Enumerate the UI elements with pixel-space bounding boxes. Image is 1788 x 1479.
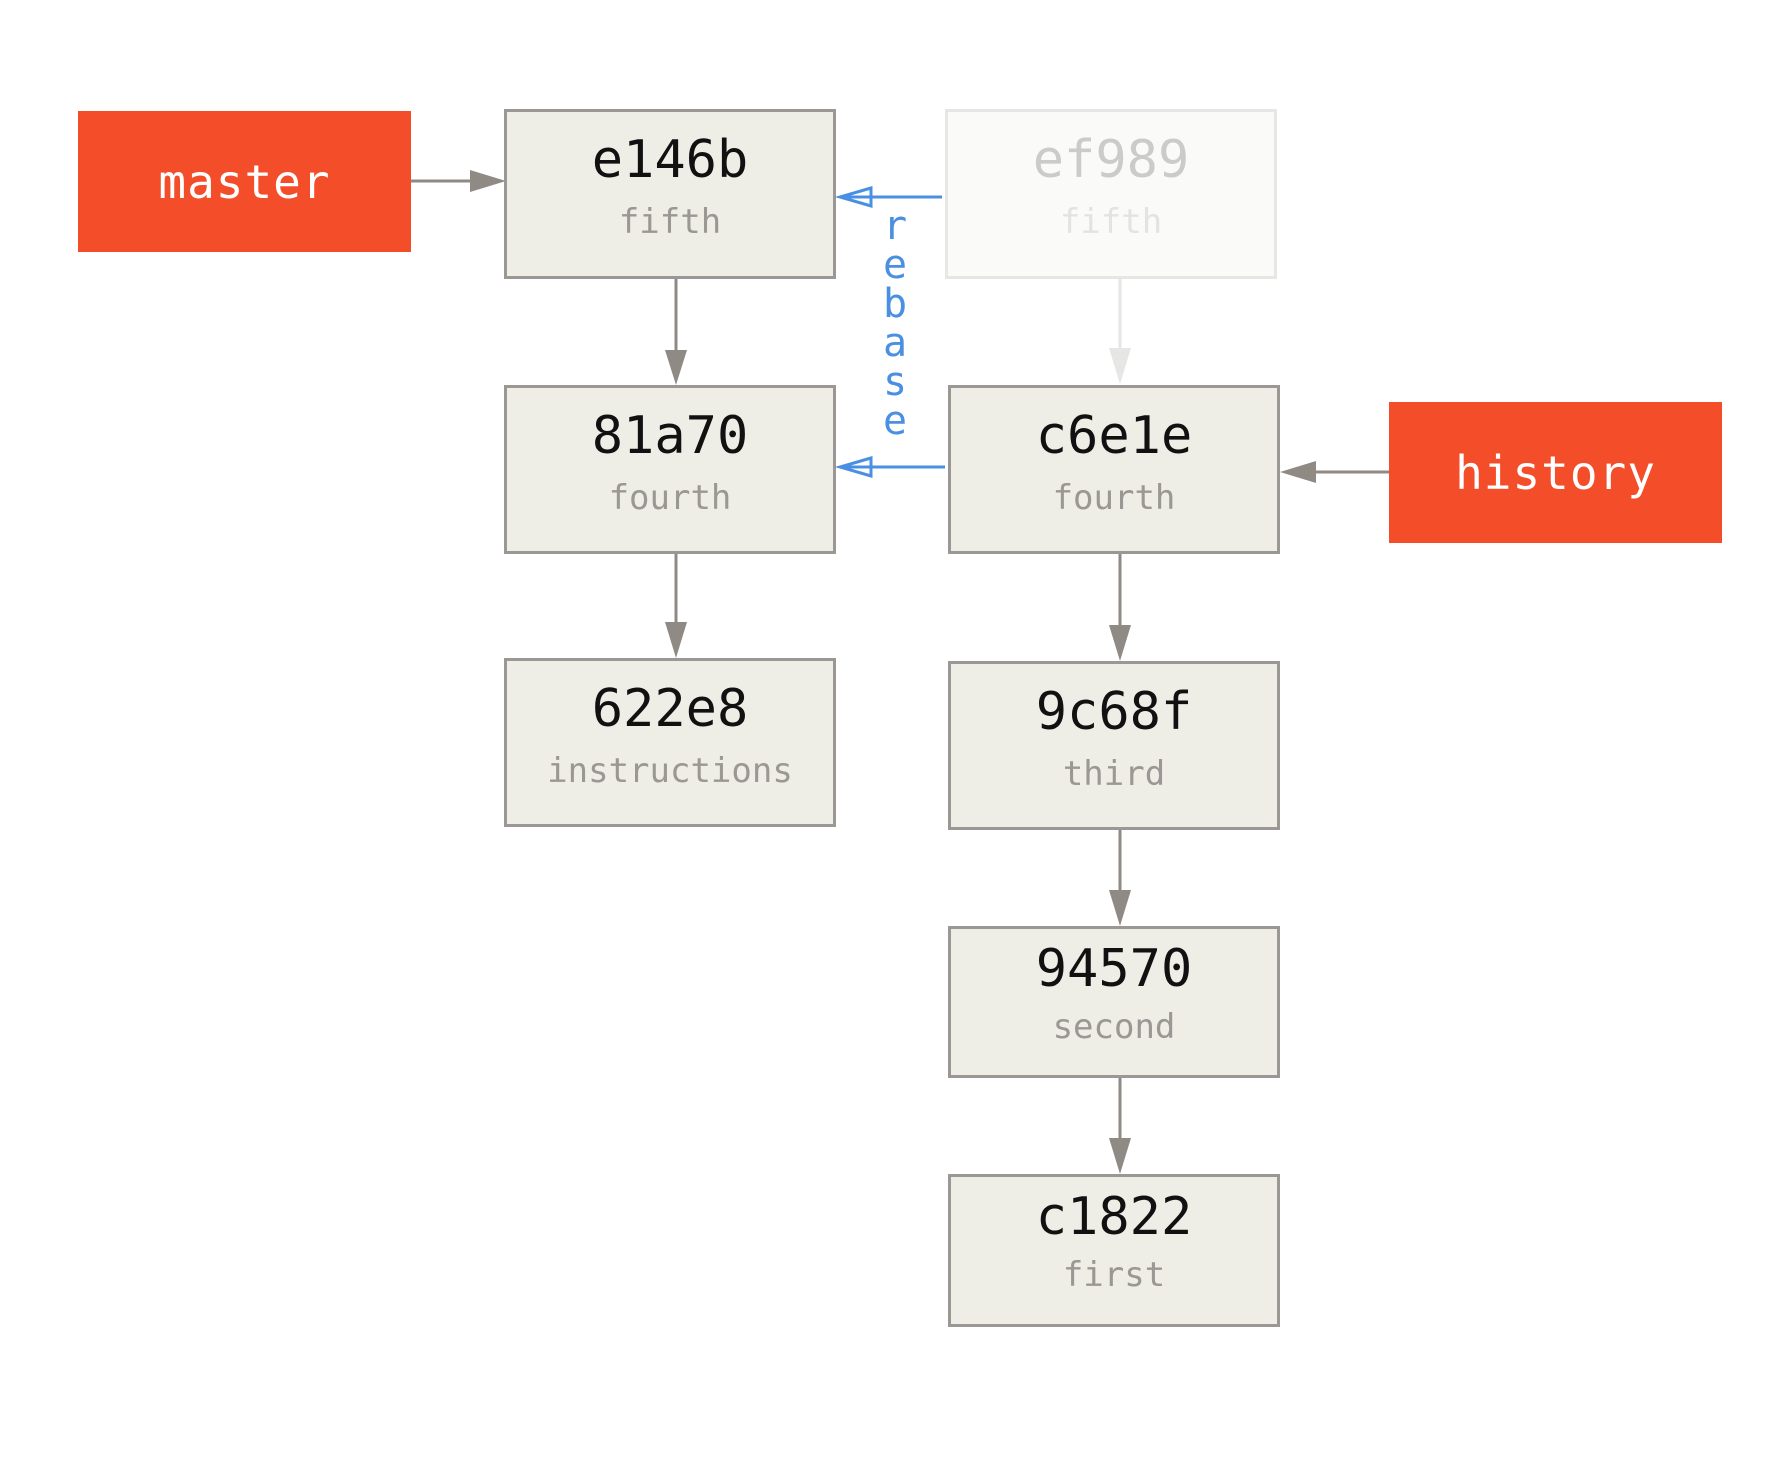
commit-message: third (1062, 754, 1166, 794)
edge-9c68f-94570 (1109, 830, 1131, 926)
commit-c6e1e[interactable]: c6e1e fourth (948, 385, 1280, 554)
branch-label: master (158, 154, 331, 209)
commit-hash: 9c68f (1035, 682, 1193, 742)
edge-master-e146b (411, 170, 506, 192)
commit-message: fifth (1059, 202, 1163, 242)
commit-81a70[interactable]: 81a70 fourth (504, 385, 836, 554)
edge-c6e1e-9c68f (1109, 554, 1131, 661)
edge-e146b-81a70 (665, 279, 687, 385)
commit-622e8[interactable]: 622e8 instructions (504, 658, 836, 827)
edge-history-c6e1e (1280, 461, 1389, 483)
branch-master[interactable]: master (78, 111, 411, 252)
commit-hash: 622e8 (591, 679, 749, 739)
commit-c1822[interactable]: c1822 first (948, 1174, 1280, 1327)
rebase-label: rebase (882, 203, 908, 444)
commit-hash: 94570 (1035, 939, 1193, 999)
commit-hash: e146b (591, 130, 749, 190)
commit-hash: c6e1e (1035, 406, 1193, 466)
commit-94570[interactable]: 94570 second (948, 926, 1280, 1078)
edge-ef989-c6e1e (1109, 279, 1131, 384)
commit-hash: c1822 (1035, 1187, 1193, 1247)
commit-9c68f[interactable]: 9c68f third (948, 661, 1280, 830)
branch-label: history (1455, 445, 1656, 500)
commit-message: first (1062, 1255, 1166, 1295)
commit-message: second (1052, 1007, 1176, 1047)
commit-message: instructions (547, 751, 793, 791)
commit-message: fifth (618, 202, 722, 242)
commit-hash: 81a70 (591, 406, 749, 466)
edge-94570-c1822 (1109, 1078, 1131, 1174)
commit-hash: ef989 (1032, 130, 1190, 190)
rebase-arrow-ef989-e146b (834, 186, 942, 208)
edge-81a70-622e8 (665, 554, 687, 658)
commit-e146b[interactable]: e146b fifth (504, 109, 836, 279)
commit-ef989-faded: ef989 fifth (945, 109, 1277, 279)
commit-message: fourth (608, 478, 732, 518)
rebase-arrow-c6e1e-81a70 (834, 456, 945, 478)
commit-message: fourth (1052, 478, 1176, 518)
branch-history[interactable]: history (1389, 402, 1722, 543)
